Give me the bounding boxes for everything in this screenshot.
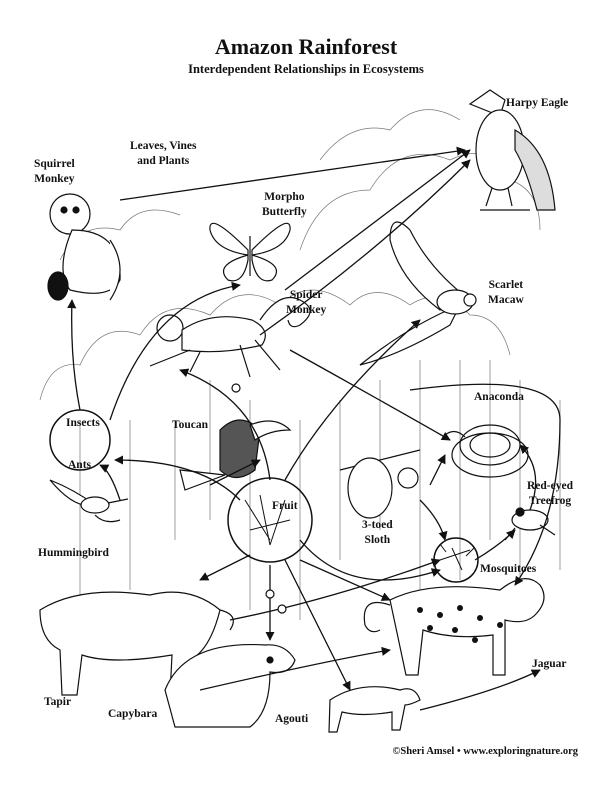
arrow-anaconda-loop [409, 383, 561, 586]
arrow-fruit-to-mosquito [299, 539, 441, 581]
spider-monkey-illustration [149, 296, 311, 378]
arrow-spidermonkey-to-eagle [259, 159, 471, 336]
capybara-illustration [164, 643, 296, 728]
scarlet-macaw-illustration [359, 221, 477, 366]
label-insects: Insects [66, 417, 100, 429]
label-tapir: Tapir [44, 696, 72, 708]
label-fruit: Fruit [272, 500, 298, 512]
label-three-toed-sloth: 3-toed Sloth [362, 519, 393, 546]
jaguar-illustration [363, 578, 545, 676]
arrow-fruit-to-ants [114, 455, 241, 501]
arrow-frog-to-anaconda [519, 444, 537, 511]
arrow-sloth-to-anaconda [429, 454, 446, 486]
agouti-illustration [328, 686, 421, 733]
forest-background [39, 109, 561, 620]
credit-text: ©Sheri Amsel • www.exploringnature.org [392, 746, 578, 757]
label-harpy-eagle: Harpy Eagle [506, 97, 569, 109]
label-toucan: Toucan [172, 419, 209, 431]
arrow-sloth-to-mosquito [419, 499, 448, 541]
label-anaconda: Anaconda [474, 391, 524, 403]
tapir-illustration [39, 591, 234, 696]
harpy-eagle-illustration [468, 89, 556, 211]
label-hummingbird: Hummingbird [38, 547, 109, 559]
page-subtitle: Interdependent Relationships in Ecosyste… [188, 62, 424, 76]
sloth-illustration [339, 449, 421, 519]
anaconda-illustration [444, 424, 529, 478]
label-morpho-butterfly: Morpho Butterfly [262, 191, 307, 218]
hummingbird-illustration [49, 479, 129, 523]
label-agouti: Agouti [275, 713, 309, 725]
label-ants: Ants [68, 459, 92, 471]
fruit-illustration [244, 494, 291, 546]
arrow-fruit-to-macaw [284, 319, 421, 481]
arrow-fruit-to-agouti [284, 559, 351, 691]
arrow-tapir-to-mosquito [229, 558, 441, 621]
label-red-eyed-treefrog: Red-eyed Treefrog [527, 480, 573, 507]
page-title: Amazon Rainforest [214, 34, 398, 59]
arrow-spidermonkey-to-anaconda [289, 349, 451, 441]
label-squirrel-monkey: Squirrel Monkey [34, 158, 75, 185]
arrow-monkey-to-eagle [119, 146, 466, 201]
label-mosquitoes: Mosquitoes [480, 563, 537, 575]
toucan-illustration [179, 419, 292, 491]
label-jaguar: Jaguar [532, 658, 567, 670]
arrow-butterfly-to-eagle [284, 149, 471, 291]
label-capybara: Capybara [108, 708, 158, 720]
arrow-toucan-link [209, 459, 261, 486]
morpho-butterfly-illustration [209, 222, 291, 282]
arrow-agouti-to-jaguar [419, 669, 541, 711]
label-leaves-vines-plants: Leaves, Vines and Plants [130, 140, 197, 167]
arrow-fruit-to-tapir [199, 554, 251, 581]
mosquito-illustration [439, 543, 475, 571]
squirrel-monkey-illustration [47, 193, 121, 301]
highlight-circles [49, 409, 479, 583]
label-spider-monkey: Spider Monkey [286, 289, 327, 316]
arrow-hummingbird-link [99, 464, 121, 501]
arrow-capybara-to-jaguar [199, 646, 391, 691]
food-web-arrows [67, 146, 561, 711]
treefrog-illustration [504, 507, 556, 541]
fruit-circle [227, 477, 313, 563]
arrow-insects-to-monkey [67, 299, 81, 411]
arrow-fruit-to-spidermonkey [179, 368, 271, 481]
arrow-junction-dots [231, 383, 287, 614]
label-scarlet-macaw: Scarlet Macaw [488, 279, 524, 306]
arrow-mosquito-to-frog [474, 529, 516, 561]
arrow-insects-to-butterfly [109, 281, 241, 421]
arrow-fruit-to-jaguar [299, 559, 391, 601]
